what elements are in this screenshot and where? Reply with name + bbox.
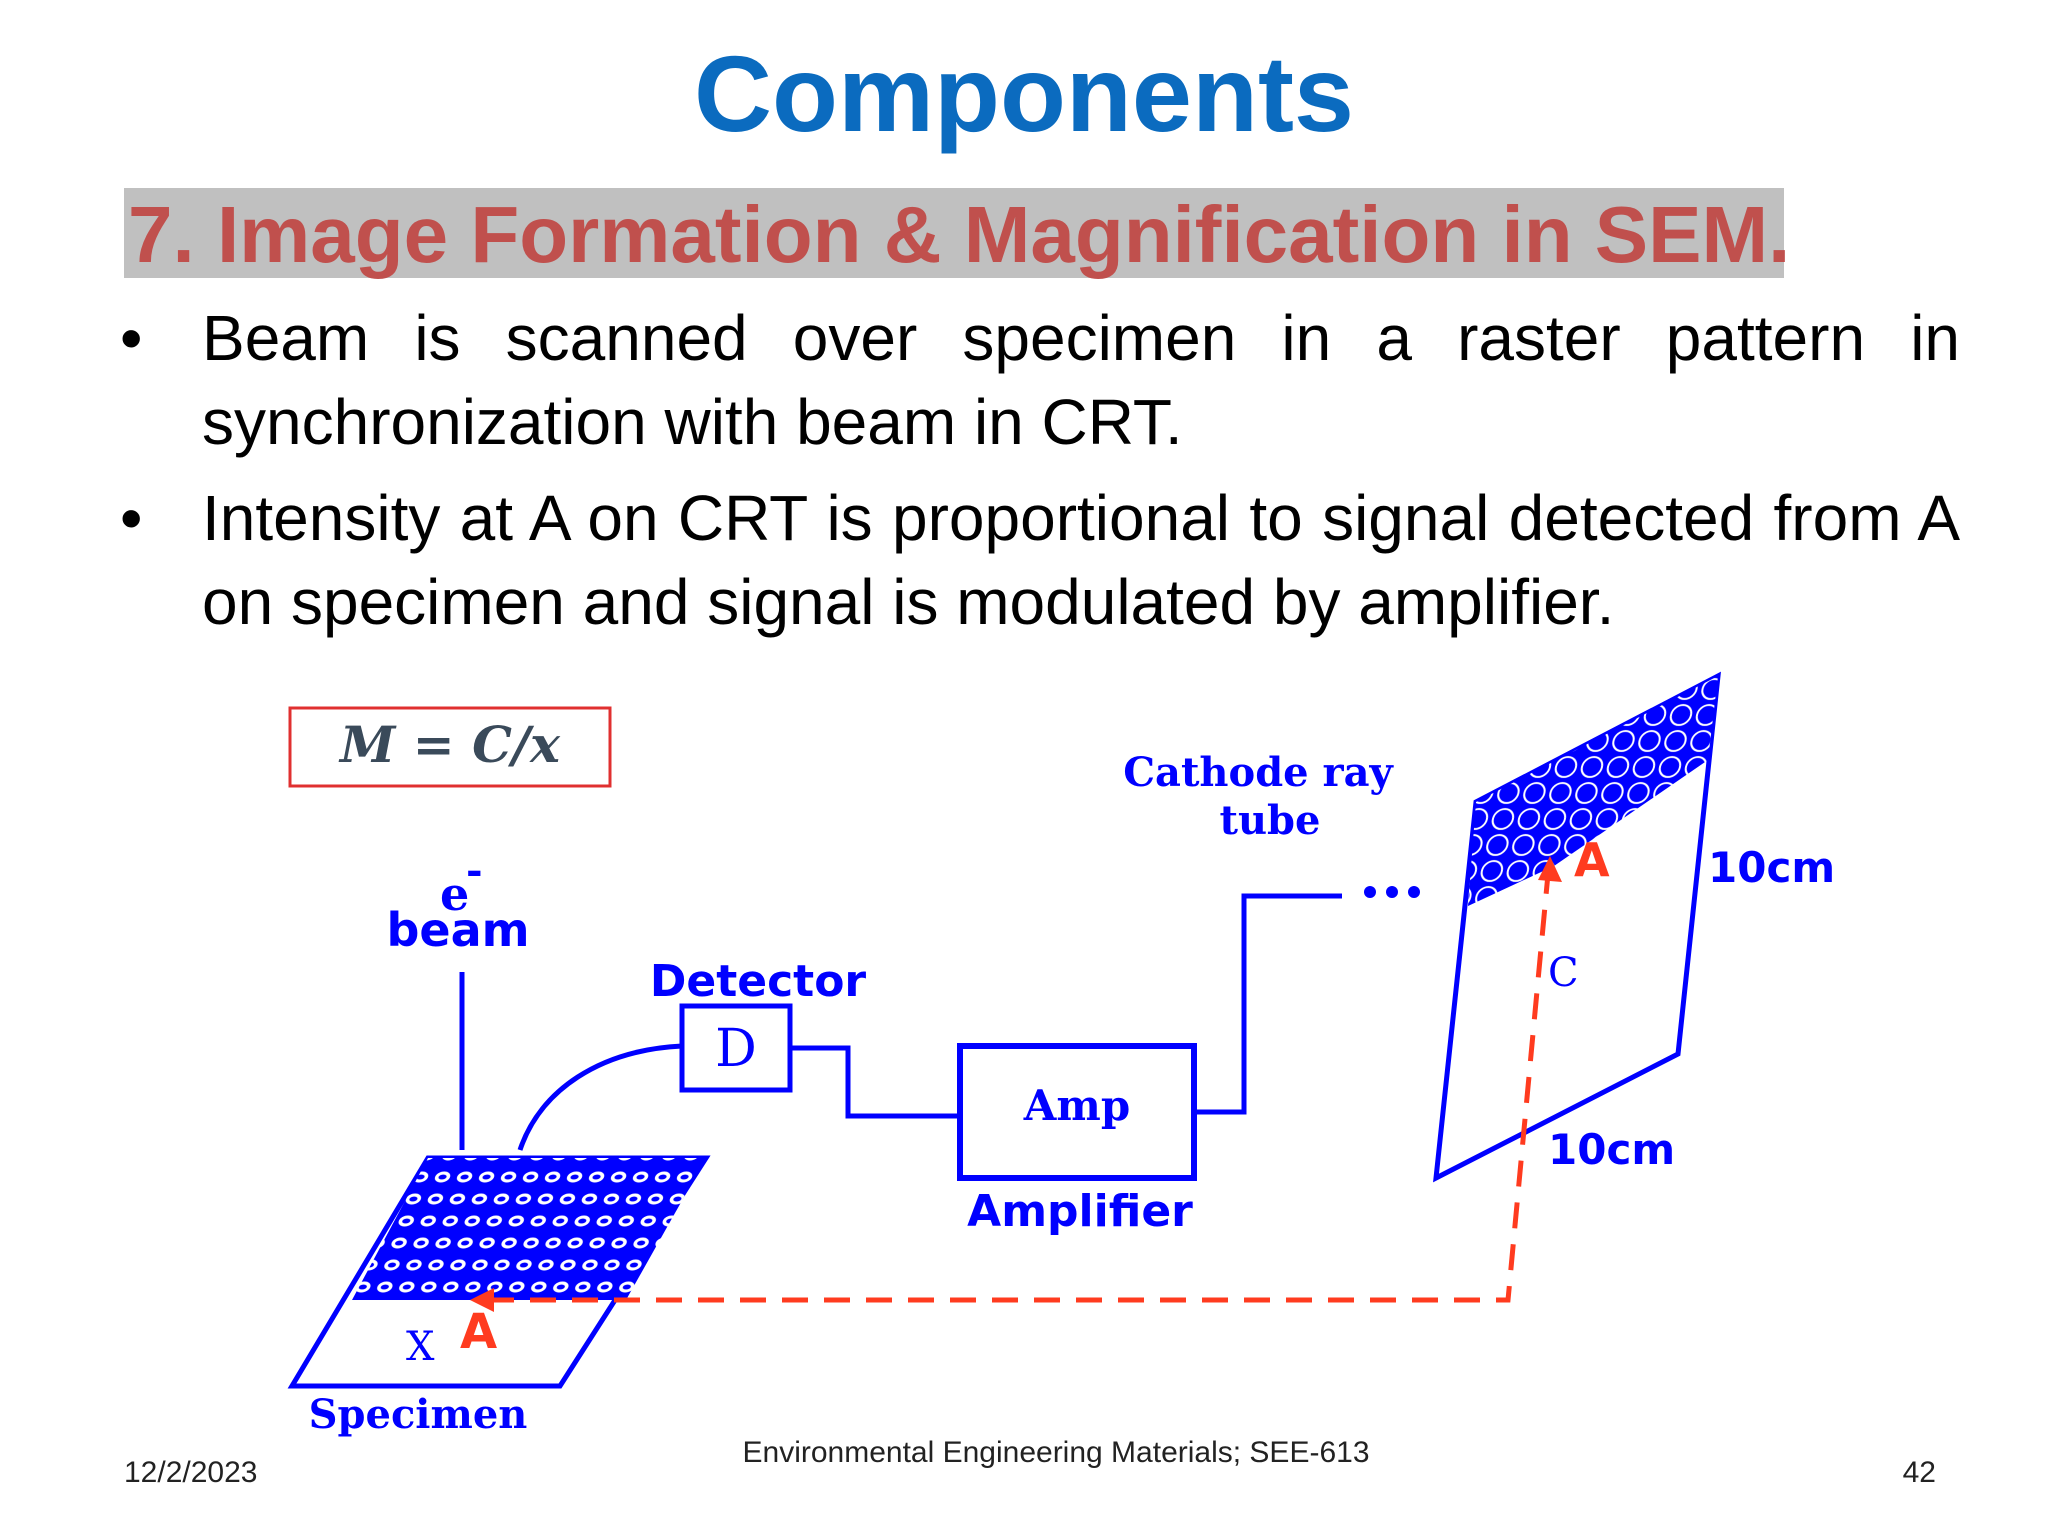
subtitle-text: 7. Image Formation & Magnification in SE… bbox=[128, 190, 1769, 279]
wire-dot bbox=[1408, 886, 1420, 898]
bullet-marker: • bbox=[120, 302, 143, 374]
arrowhead-specimen bbox=[470, 1288, 494, 1312]
arrowhead-crt bbox=[1538, 856, 1562, 882]
formula-box bbox=[288, 706, 612, 788]
specimen-point-label: A bbox=[460, 1304, 497, 1360]
e-beam-label-e: e bbox=[440, 867, 469, 921]
scan-correspondence-path bbox=[488, 873, 1551, 1303]
wire-dot bbox=[1386, 886, 1398, 898]
crt-raster-area bbox=[1468, 676, 1718, 906]
specimen-label: Specimen bbox=[309, 1391, 528, 1438]
crt-label-line1: Cathode ray bbox=[1123, 749, 1394, 796]
subtitle-period: . bbox=[1768, 190, 1791, 279]
formula-text: M = C/x bbox=[338, 715, 561, 774]
footer-page-number: 42 bbox=[1902, 1456, 1936, 1489]
footer-course: Environmental Engineering Materials; SEE… bbox=[742, 1436, 1370, 1469]
detector-box-label: D bbox=[715, 1019, 757, 1079]
e-beam-label-sup: - bbox=[466, 847, 483, 894]
bullet-item: • Intensity at A on CRT is proportional t… bbox=[120, 476, 1960, 644]
bullet-text: Intensity at A on CRT is proportional to… bbox=[202, 482, 1960, 638]
detector-label: Detector bbox=[650, 956, 867, 1007]
crt-height-label: 10cm bbox=[1708, 843, 1835, 892]
amplifier-label: Amplifier bbox=[967, 1186, 1193, 1237]
crt-point-label: A bbox=[1574, 833, 1610, 887]
bullet-list: • Beam is scanned over specimen in a rast… bbox=[120, 296, 1960, 656]
detector-cable bbox=[517, 1043, 683, 1151]
crt-width-label: 10cm bbox=[1548, 1125, 1675, 1174]
amp-crt-wire bbox=[1194, 893, 1342, 1115]
crt-c-label: C bbox=[1548, 950, 1579, 996]
subtitle-highlight bbox=[124, 188, 1784, 278]
e-beam-label-beam: beam bbox=[386, 903, 529, 957]
bullet-text: Beam is scanned over specimen in a raste… bbox=[202, 302, 1960, 458]
amp-box-label: Amp bbox=[1023, 1081, 1130, 1130]
detector-amp-wire bbox=[790, 1045, 960, 1119]
specimen-x-label: X bbox=[406, 1324, 435, 1370]
bullet-marker: • bbox=[120, 482, 143, 554]
slide-subtitle: 7. Image Formation & Magnification in SE… bbox=[128, 190, 1790, 280]
slide-title: Components bbox=[694, 33, 1354, 154]
wire-dot bbox=[1364, 886, 1376, 898]
specimen-raster-area bbox=[352, 1158, 706, 1300]
bullet-item: • Beam is scanned over specimen in a rast… bbox=[120, 296, 1960, 464]
footer-date: 12/2/2023 bbox=[124, 1456, 258, 1489]
crt-label-line2: tube bbox=[1220, 797, 1321, 844]
